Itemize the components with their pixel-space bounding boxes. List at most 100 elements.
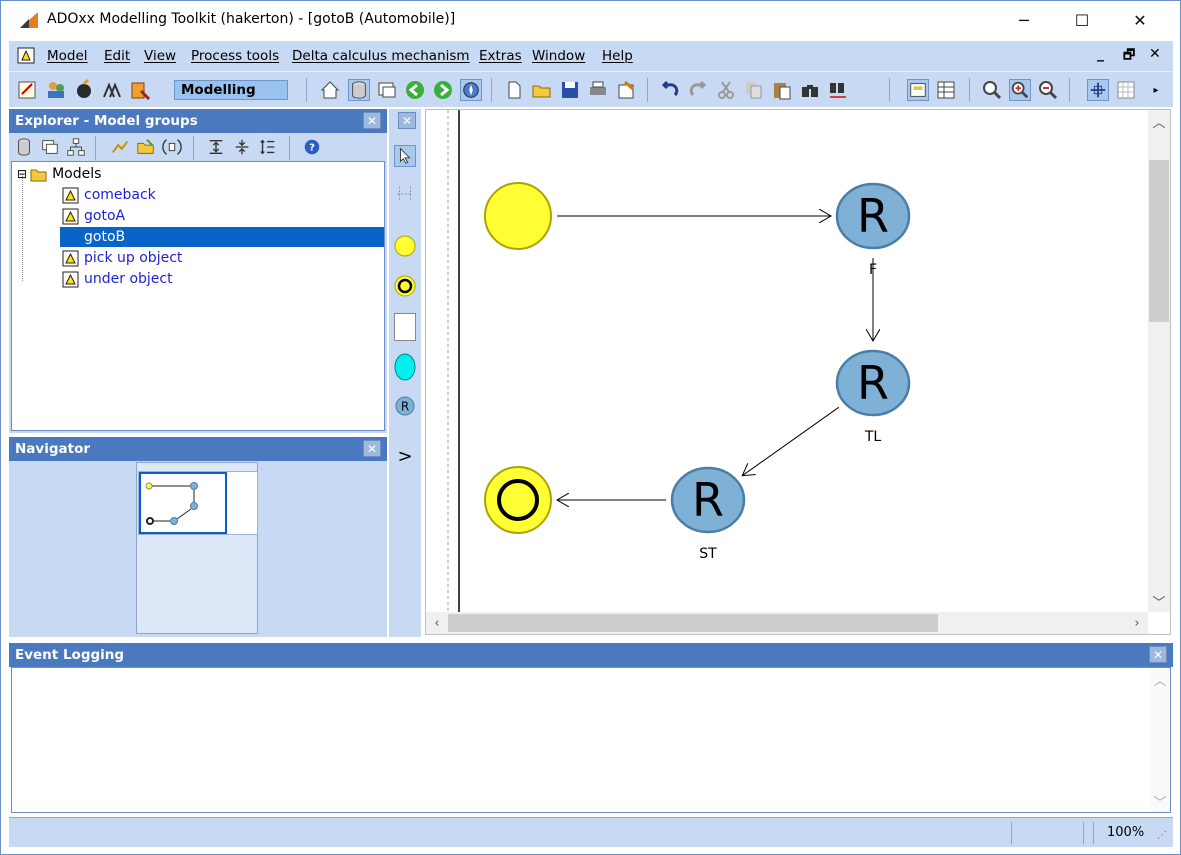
scroll-right-icon[interactable]: ›	[1134, 615, 1140, 631]
hierarchy-icon[interactable]	[65, 136, 87, 158]
navigation-icon[interactable]	[460, 79, 482, 101]
menu-delta-calculus-mechanism[interactable]: Delta calculus mechanism	[292, 48, 470, 64]
model-group-icon[interactable]	[39, 136, 61, 158]
horizontal-scrollbar[interactable]: ‹ ›	[426, 612, 1148, 634]
vertical-scroll-thumb[interactable]	[1149, 160, 1169, 322]
tree-root[interactable]: ⊟ Models	[17, 164, 101, 184]
diagram-node-robot-action-3[interactable]: RST	[670, 466, 746, 562]
mode-indicator[interactable]: Modelling	[174, 80, 288, 100]
connector-tool-icon[interactable]	[394, 183, 416, 205]
grid-icon[interactable]	[1115, 79, 1137, 101]
users-icon[interactable]	[45, 79, 67, 101]
redo-icon[interactable]	[687, 79, 709, 101]
model-properties-icon[interactable]	[161, 136, 183, 158]
tree-item-gotob[interactable]: gotoB	[60, 227, 384, 247]
find-icon[interactable]	[799, 79, 821, 101]
help-icon[interactable]: ?	[301, 136, 323, 158]
zoom-icon[interactable]	[981, 79, 1003, 101]
show-names-icon[interactable]	[907, 79, 929, 101]
mdi-close-button[interactable]: ✕	[1149, 46, 1161, 62]
menu-view[interactable]: View	[144, 48, 177, 64]
sort-icon[interactable]	[257, 136, 279, 158]
menu-extras[interactable]: Extras	[479, 48, 522, 64]
menu-process-tools[interactable]: Process tools	[191, 48, 280, 64]
robot-action-tool-icon[interactable]: R	[394, 395, 416, 417]
save-icon[interactable]	[559, 79, 581, 101]
collapse-toggle[interactable]: ⊟	[17, 167, 28, 181]
tree-item-gotoa[interactable]: gotoA	[62, 206, 125, 226]
copy-icon[interactable]	[743, 79, 765, 101]
tree-item-label: pick up object	[84, 250, 183, 266]
replace-icon[interactable]	[827, 79, 849, 101]
new-file-icon[interactable]	[503, 79, 525, 101]
model-doc-icon[interactable]	[17, 47, 35, 64]
menu-model[interactable]: Model	[47, 48, 88, 64]
forward-icon[interactable]	[432, 79, 454, 101]
export-icon[interactable]	[615, 79, 637, 101]
resize-grip-icon[interactable]: ⋰	[1157, 830, 1167, 841]
print-icon[interactable]	[587, 79, 609, 101]
scroll-left-icon[interactable]: ‹	[434, 615, 440, 631]
event-log-scrollbar[interactable]: ︿ ﹀	[1150, 668, 1170, 812]
minimize-button[interactable]: ─	[1019, 10, 1029, 30]
expand-all-icon[interactable]	[205, 136, 227, 158]
maximize-button[interactable]: ☐	[1074, 10, 1090, 30]
scroll-up-icon[interactable]: ︿	[1152, 115, 1166, 131]
vertical-scrollbar[interactable]: ︿ ﹀	[1148, 110, 1170, 612]
analysis-icon[interactable]	[73, 79, 95, 101]
diagram-node-robot-action-2[interactable]: RTL	[835, 349, 911, 445]
back-icon[interactable]	[404, 79, 426, 101]
edit-icon[interactable]	[109, 136, 131, 158]
status-bar: 100% ⋰	[9, 817, 1173, 847]
close-explorer-button[interactable]: ✕	[363, 112, 381, 129]
menu-window[interactable]: Window	[532, 48, 586, 64]
collapse-all-icon[interactable]	[231, 136, 253, 158]
navigator-area[interactable]	[136, 462, 258, 634]
zoom-in-icon[interactable]	[1009, 79, 1031, 101]
open-folder-icon[interactable]	[531, 79, 553, 101]
paste-icon[interactable]	[771, 79, 793, 101]
diagram-node-robot-action-1[interactable]: RF	[835, 182, 911, 278]
scroll-down-icon[interactable]: ﹀	[1152, 595, 1166, 611]
menu-help[interactable]: Help	[602, 48, 633, 64]
zoom-out-icon[interactable]	[1037, 79, 1059, 101]
state-tool-icon[interactable]	[394, 353, 416, 381]
expand-palette-icon[interactable]: >	[397, 445, 413, 467]
tree-item-pick-up-object[interactable]: pick up object	[62, 248, 182, 268]
evaluation-icon[interactable]	[129, 79, 151, 101]
home-icon[interactable]	[319, 79, 341, 101]
scroll-up-icon[interactable]: ︿	[1153, 673, 1167, 689]
close-window-button[interactable]: ✕	[1133, 10, 1147, 30]
event-log-area[interactable]: ︿ ﹀	[11, 667, 1171, 813]
close-navigator-button[interactable]: ✕	[363, 440, 381, 457]
toolbar-overflow-icon[interactable]: ▸	[1153, 84, 1159, 96]
menu-edit[interactable]: Edit	[104, 48, 131, 64]
window-icon[interactable]	[376, 79, 398, 101]
tree-item-under-object[interactable]: under object	[62, 269, 173, 289]
mdi-restore-button[interactable]: 🗗	[1123, 48, 1136, 63]
mdi-minimize-button[interactable]: _	[1097, 46, 1104, 62]
start-event-tool-icon[interactable]	[394, 235, 416, 257]
close-event-logging-button[interactable]: ✕	[1149, 646, 1167, 663]
simulation-icon[interactable]	[101, 79, 123, 101]
scroll-down-icon[interactable]: ﹀	[1153, 795, 1167, 811]
open-model-icon[interactable]	[135, 136, 157, 158]
edge-2[interactable]	[742, 406, 840, 475]
grid-snap-icon[interactable]	[1087, 79, 1109, 101]
note-tool-icon[interactable]	[394, 313, 416, 341]
database-icon[interactable]	[348, 79, 370, 101]
navigator-viewport[interactable]	[139, 472, 227, 534]
db-icon[interactable]	[13, 136, 35, 158]
undo-icon[interactable]	[659, 79, 681, 101]
end-event-tool-icon[interactable]	[394, 275, 416, 297]
horizontal-scroll-thumb[interactable]	[448, 614, 938, 632]
cut-icon[interactable]	[715, 79, 737, 101]
tree-item-comeback[interactable]: comeback	[62, 185, 156, 205]
close-palette-button[interactable]: ✕	[398, 112, 416, 129]
pointer-tool-icon[interactable]	[394, 145, 416, 167]
modelling-icon[interactable]	[17, 79, 39, 101]
diagram-node-start-event-0[interactable]	[484, 182, 552, 250]
table-view-icon[interactable]	[935, 79, 957, 101]
diagram-node-end-event-4[interactable]	[484, 466, 552, 534]
